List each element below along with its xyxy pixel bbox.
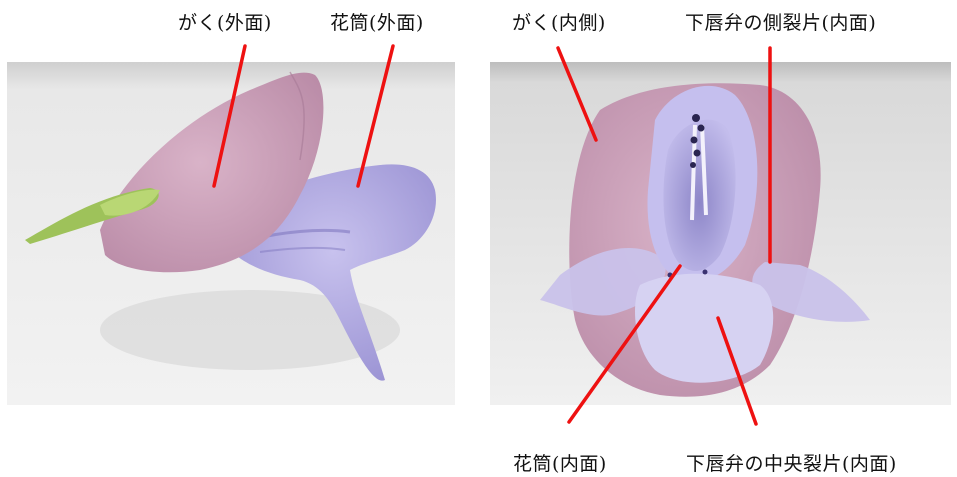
leader-lines <box>212 44 772 426</box>
leader-tube-outer <box>356 44 395 188</box>
label-lower-lip-side-lobe-inner: 下唇弁の側裂片(内面) <box>685 12 877 34</box>
leader-sepal-outer <box>212 44 247 188</box>
photo-side-view <box>7 62 455 405</box>
label-lower-lip-center-lobe-inner: 下唇弁の中央裂片(内面) <box>686 453 897 475</box>
leader-tube-inner <box>567 264 682 424</box>
label-tube-outer: 花筒(外面) <box>330 12 424 34</box>
leader-center-lobe-inner <box>716 316 758 426</box>
leader-sepal-inner <box>556 46 598 142</box>
label-sepal-inner: がく(内側) <box>512 12 606 34</box>
label-tube-inner: 花筒(内面) <box>513 453 607 475</box>
photo-front-view <box>490 62 951 405</box>
label-sepal-outer: がく(外面) <box>178 12 272 34</box>
